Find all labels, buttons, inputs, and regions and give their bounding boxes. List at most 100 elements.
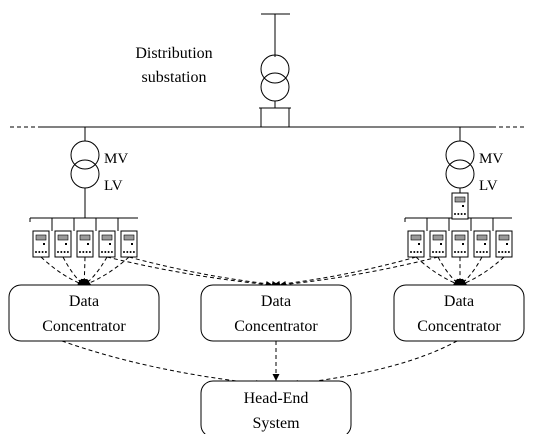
meter-terminal bbox=[110, 251, 113, 253]
meter-terminal bbox=[485, 251, 488, 253]
substation-label-line1: Distribution bbox=[135, 45, 212, 62]
data-concentrator-label-line2: Concentrator bbox=[42, 318, 126, 335]
substation-label-line2: substation bbox=[142, 69, 207, 86]
data-concentrator-label-line1: Data bbox=[261, 293, 291, 310]
meter-terminal bbox=[126, 251, 129, 253]
meter-terminal bbox=[441, 251, 444, 253]
right-lv-busbar bbox=[404, 217, 512, 231]
concentrator-to-headend-links bbox=[61, 340, 458, 387]
meter-link-arrow bbox=[128, 256, 279, 288]
meter-terminal bbox=[79, 251, 81, 253]
meter-screen bbox=[410, 234, 422, 241]
meter-link-arrow bbox=[459, 256, 483, 286]
meter-terminal bbox=[416, 251, 419, 253]
smart-meters bbox=[32, 192, 513, 258]
meter-terminal bbox=[504, 251, 507, 253]
data-concentrator-label-line2: Concentrator bbox=[417, 318, 501, 335]
meter-terminal bbox=[482, 251, 485, 253]
head-end-box bbox=[200, 380, 352, 434]
meter-terminal bbox=[476, 251, 478, 253]
meter-indicator bbox=[484, 243, 486, 245]
meter-link-arrow bbox=[437, 256, 461, 286]
meter-terminal bbox=[132, 251, 135, 253]
meter-terminal bbox=[460, 213, 463, 215]
meter-indicator bbox=[43, 243, 45, 245]
meter-terminal bbox=[463, 213, 466, 215]
meter-screen bbox=[454, 196, 466, 203]
meter-indicator bbox=[506, 243, 508, 245]
link-left-to-headend bbox=[61, 340, 263, 387]
meter-terminal bbox=[82, 251, 85, 253]
meter-link-arrow bbox=[106, 256, 273, 288]
meter-terminal bbox=[41, 251, 44, 253]
meter-terminal bbox=[413, 251, 416, 253]
meter-screen bbox=[57, 234, 69, 241]
meter-screen bbox=[432, 234, 444, 241]
meter-screen bbox=[79, 234, 91, 241]
meter-terminal bbox=[432, 251, 434, 253]
data-concentrator-label-line2: Concentrator bbox=[234, 318, 318, 335]
head-end-label-line2: System bbox=[252, 415, 300, 432]
left-transformer bbox=[70, 127, 100, 218]
substation-transformer bbox=[259, 13, 291, 127]
right-transformer-upper-label: MV bbox=[479, 151, 503, 167]
meter-terminal bbox=[498, 251, 500, 253]
meter-indicator bbox=[462, 243, 464, 245]
meter-screen bbox=[498, 234, 510, 241]
meter-indicator bbox=[131, 243, 133, 245]
meter-terminal bbox=[457, 251, 460, 253]
data-concentrator-box bbox=[8, 284, 160, 342]
smart-meter-icon bbox=[429, 230, 447, 258]
meter-terminal bbox=[438, 251, 441, 253]
smart-meter-icon bbox=[451, 230, 469, 258]
meter-terminal bbox=[410, 251, 412, 253]
meter-terminal bbox=[457, 213, 460, 215]
left-lv-busbar bbox=[29, 217, 138, 231]
right-transformer bbox=[445, 127, 475, 218]
link-right-to-headend bbox=[291, 340, 458, 387]
meter-link-arrow bbox=[273, 256, 417, 288]
left-transformer-upper-label: MV bbox=[104, 151, 128, 167]
right-transformer-winding-upper bbox=[445, 140, 475, 170]
meter-terminal bbox=[101, 251, 103, 253]
meter-terminal bbox=[88, 251, 91, 253]
meter-terminal bbox=[129, 251, 132, 253]
meter-terminal bbox=[35, 251, 37, 253]
data-concentrator-right: Data Concentrator bbox=[393, 284, 525, 342]
meter-terminal bbox=[107, 251, 110, 253]
meter-link-arrow bbox=[83, 256, 108, 286]
smart-meter-icon bbox=[120, 230, 138, 258]
meter-indicator bbox=[109, 243, 111, 245]
smart-meter-icon bbox=[54, 230, 72, 258]
meter-link-arrow bbox=[459, 256, 505, 287]
meter-terminal bbox=[419, 251, 422, 253]
meter-terminal bbox=[460, 251, 463, 253]
smart-meter-icon bbox=[32, 230, 50, 258]
smart-meter-icon bbox=[473, 230, 491, 258]
substation-winding-upper bbox=[260, 54, 290, 84]
meter-screen bbox=[123, 234, 135, 241]
meter-screen bbox=[35, 234, 47, 241]
meter-terminal bbox=[104, 251, 107, 253]
meter-indicator bbox=[87, 243, 89, 245]
meter-terminal bbox=[501, 251, 504, 253]
meter-terminal bbox=[435, 251, 438, 253]
meter-link-arrow bbox=[40, 256, 85, 287]
substation-winding-lower bbox=[260, 72, 290, 102]
meter-terminal bbox=[38, 251, 41, 253]
meter-terminal bbox=[66, 251, 69, 253]
substation-meter-icon bbox=[451, 192, 469, 220]
meter-terminal bbox=[507, 251, 510, 253]
meter-indicator bbox=[65, 243, 67, 245]
head-end-system: Head-End System bbox=[200, 380, 352, 434]
smart-meter-icon bbox=[495, 230, 513, 258]
left-transformer-winding-lower bbox=[70, 159, 100, 189]
meter-screen bbox=[476, 234, 488, 241]
meter-link-arrow bbox=[62, 256, 85, 286]
meter-terminal bbox=[479, 251, 482, 253]
meter-link-arrow bbox=[80, 256, 88, 286]
meter-link-arrow bbox=[279, 256, 439, 288]
meter-terminal bbox=[123, 251, 125, 253]
